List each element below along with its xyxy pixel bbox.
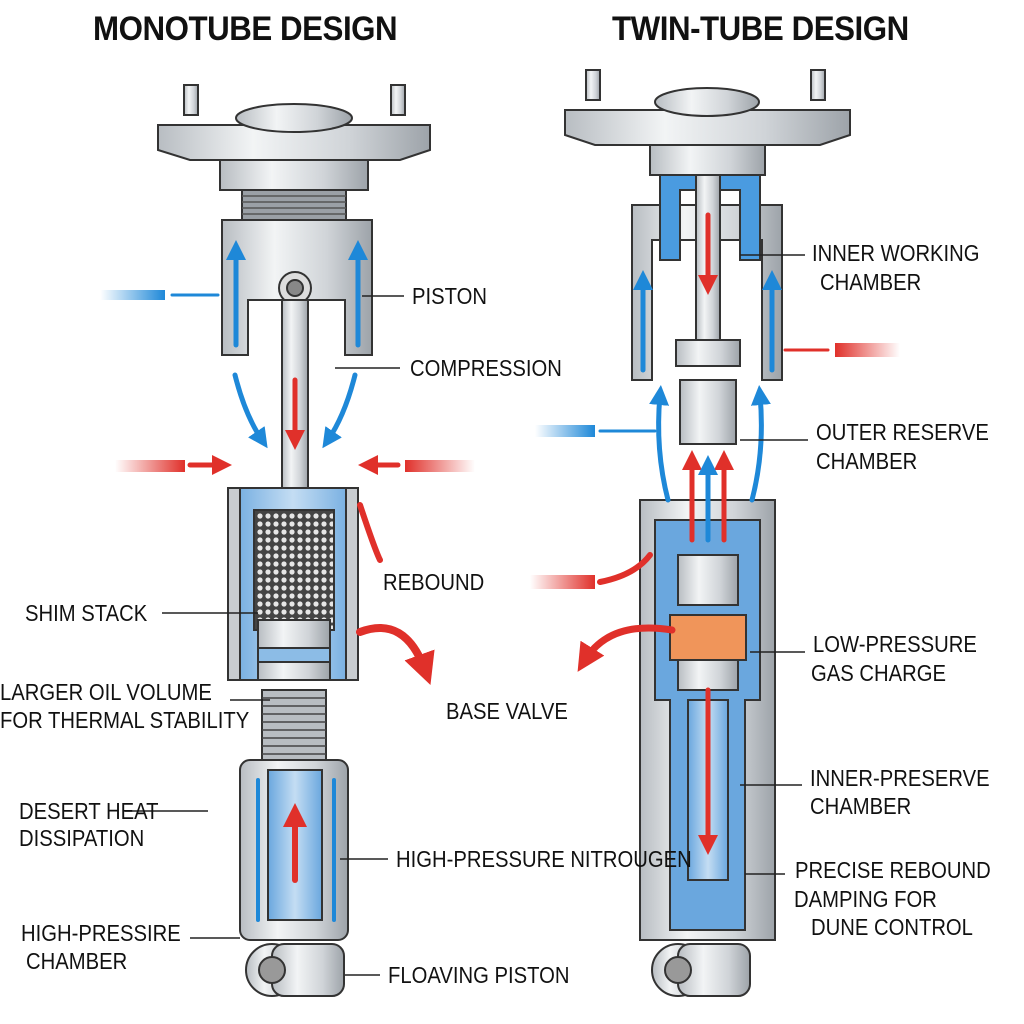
label-piston: PISTON	[412, 283, 487, 309]
label-rebound-damping-2: DAMPING FOR	[794, 886, 937, 912]
label-outer-reserve-1: OUTER RESERVE	[816, 419, 989, 445]
label-nitrogen: HIGH-PRESSURE NITROUGEN	[396, 846, 692, 872]
mount-stud	[390, 84, 406, 116]
top-mount-flange	[157, 124, 431, 161]
twintube-flow-arrows	[530, 212, 900, 855]
label-inner-working-2: CHAMBER	[820, 269, 922, 295]
spring-thread	[261, 689, 327, 761]
label-heat-1: DESERT HEAT	[19, 798, 159, 824]
mount-stud	[183, 84, 199, 116]
label-gas-charge-2: GAS CHARGE	[811, 660, 946, 686]
label-oil-volume-2: FOR THERMAL STABILITY	[0, 707, 250, 733]
label-gas-charge-1: LOW-PRESSURE	[813, 631, 977, 657]
label-chamber-1: HIGH-PRESSIRE	[21, 920, 181, 946]
mount-stud	[810, 69, 826, 101]
label-rebound-damping-3: DUNE CONTROL	[811, 914, 973, 940]
label-base-valve: BASE VALVE	[446, 698, 568, 724]
label-floating-piston: FLOAVING PISTON	[388, 962, 570, 988]
monotube-shock	[157, 84, 431, 997]
label-heat-2: DISSIPATION	[19, 825, 145, 851]
twintube-title: TWIN-TUBE DESIGN	[612, 10, 909, 48]
label-inner-working-1: INNER WORKING	[812, 240, 980, 266]
outer-reserve-valve	[679, 379, 737, 445]
label-oil-volume-1: LARGER OIL VOLUME	[0, 679, 212, 705]
monotube-flow-arrows	[100, 240, 475, 922]
mount-thread	[241, 189, 347, 221]
monotube-title: MONOTUBE DESIGN	[93, 10, 398, 48]
label-rebound-damping-1: PRECISE REBOUND	[795, 857, 991, 883]
gas-valve	[677, 554, 739, 606]
label-compression: COMPRESSION	[410, 355, 562, 381]
label-inner-preserve-1: INNER-PRESERVE	[810, 765, 990, 791]
low-pressure-gas-charge	[669, 614, 747, 661]
shim-stack	[253, 509, 335, 631]
label-chamber-2: CHAMBER	[26, 948, 128, 974]
label-shim-stack: SHIM STACK	[25, 600, 148, 626]
twintube-shock	[564, 69, 851, 997]
label-inner-preserve-2: CHAMBER	[810, 793, 912, 819]
leader-lines	[125, 254, 808, 976]
top-mount-flange	[564, 109, 851, 146]
label-outer-reserve-2: CHAMBER	[816, 448, 918, 474]
rod-seal	[675, 339, 741, 367]
label-rebound: REBOUND	[383, 569, 485, 595]
mount-stud	[585, 69, 601, 101]
